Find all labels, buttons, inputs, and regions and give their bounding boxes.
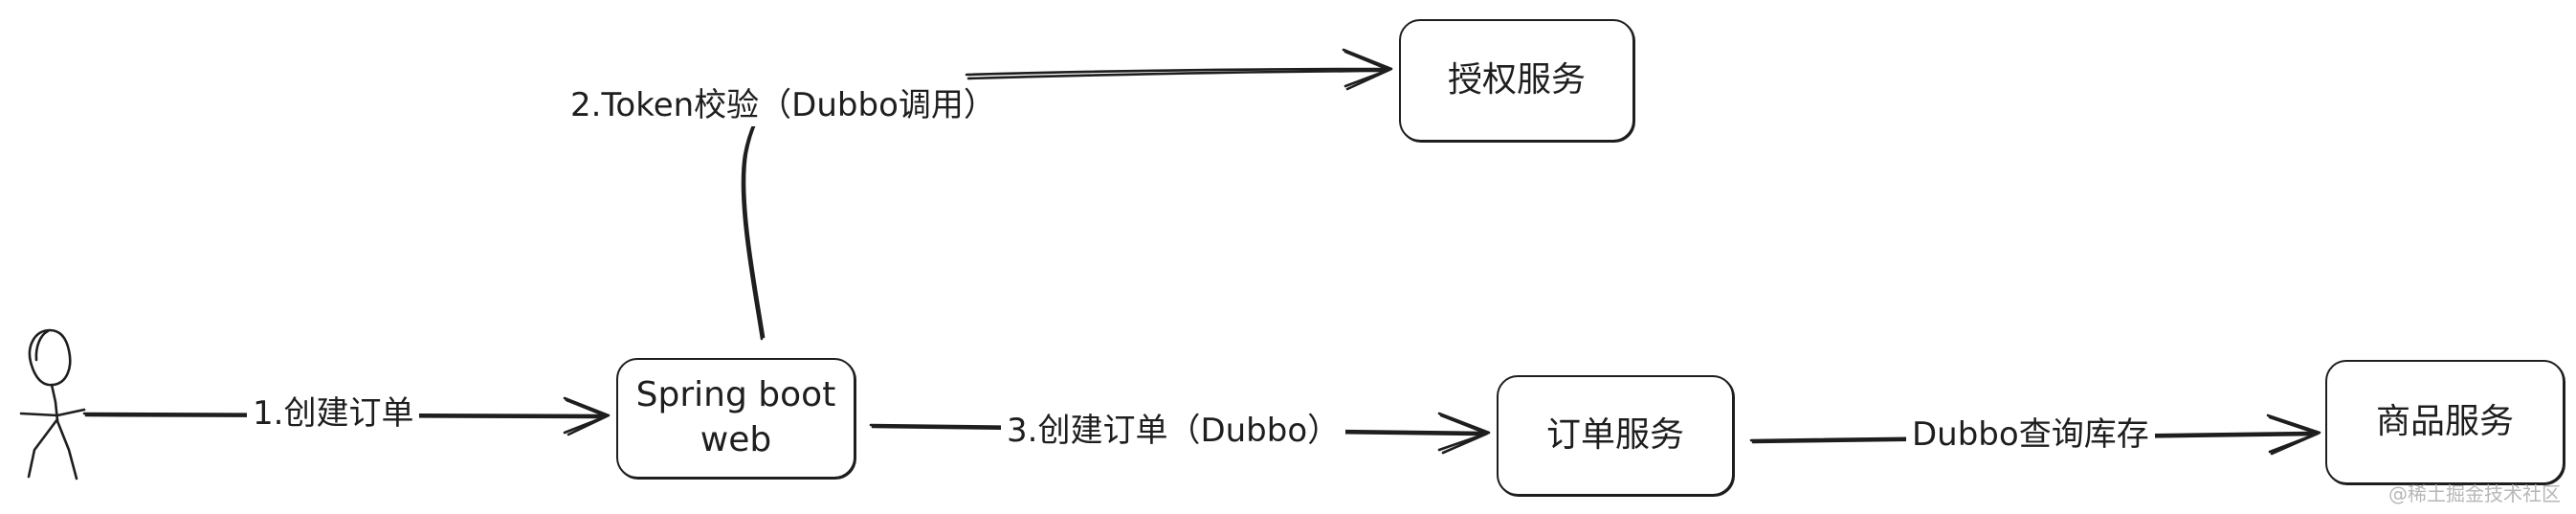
product-service-node[interactable]: 商品服务 <box>2325 360 2565 484</box>
order-service-label: 订单服务 <box>1545 414 1684 455</box>
springboot-web-node[interactable]: Spring boot web <box>616 358 855 479</box>
user-actor-icon <box>19 328 86 480</box>
edge-label-create-order: 1.创建订单 <box>247 392 420 435</box>
springboot-web-label: Spring boot web <box>627 373 846 463</box>
springboot-web-label-line1: Spring boot <box>635 375 836 415</box>
springboot-web-label-line2: web <box>700 420 772 459</box>
order-service-node[interactable]: 订单服务 <box>1497 375 1734 496</box>
auth-service-node[interactable]: 授权服务 <box>1399 19 1634 142</box>
auth-service-label: 授权服务 <box>1447 59 1586 100</box>
edge-label-token-check: 2.Token校验（Dubbo调用） <box>565 84 1002 126</box>
edge-label-query-stock: Dubbo查询库存 <box>1906 413 2155 456</box>
watermark: @稀土掘金技术社区 <box>2388 482 2561 505</box>
product-service-label: 商品服务 <box>2375 401 2514 441</box>
edge-label-create-order-dubbo: 3.创建订单（Dubbo） <box>1001 410 1346 452</box>
